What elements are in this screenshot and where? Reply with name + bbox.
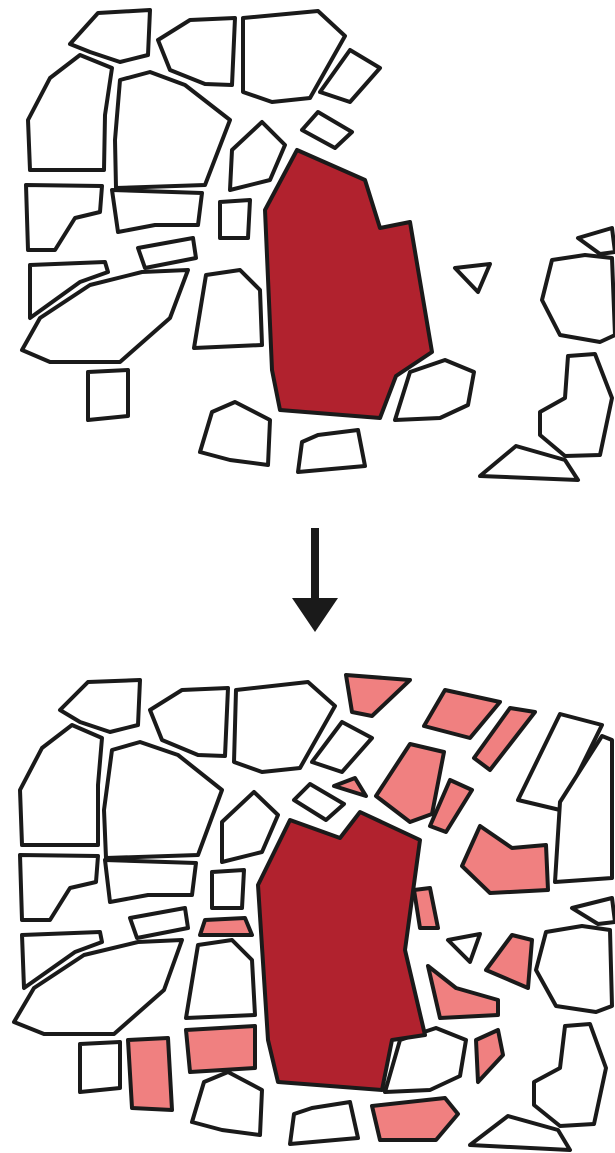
cell: [230, 122, 285, 190]
cell: [222, 792, 278, 862]
cell: [294, 784, 344, 820]
cell: [104, 742, 222, 858]
cell: [20, 855, 98, 920]
added-cell: [334, 778, 366, 796]
cell: [212, 870, 244, 908]
cell: [302, 112, 352, 148]
cell: [534, 1024, 606, 1126]
added-cell: [428, 966, 498, 1018]
cell: [115, 72, 230, 188]
cell: [88, 370, 128, 420]
added-cell: [372, 1098, 458, 1140]
cell: [26, 185, 102, 250]
cell: [455, 264, 490, 292]
added-cell: [476, 1030, 503, 1082]
added-cell: [186, 1026, 255, 1072]
added-cell: [414, 888, 438, 928]
after-panel: [14, 675, 615, 1150]
cell: [192, 1072, 262, 1135]
added-cell: [128, 1038, 172, 1110]
before-panel: [22, 10, 615, 480]
cell: [200, 402, 270, 465]
cell: [536, 926, 612, 1012]
cell: [448, 934, 480, 962]
cell: [158, 18, 235, 85]
cell: [28, 55, 112, 170]
cell: [112, 190, 202, 232]
cell: [194, 270, 262, 348]
added-cell: [424, 690, 500, 738]
cell: [138, 238, 196, 268]
cell: [290, 1102, 358, 1144]
cell: [542, 255, 615, 342]
added-cell: [200, 918, 252, 935]
cell: [130, 908, 188, 938]
cell: [80, 1042, 120, 1092]
cell: [186, 940, 255, 1018]
cell: [20, 725, 102, 845]
added-cell: [346, 675, 410, 716]
cell: [572, 898, 615, 924]
cell: [220, 200, 250, 238]
cell: [150, 688, 228, 756]
added-cell: [462, 826, 548, 893]
cell: [298, 430, 365, 472]
cell: [105, 860, 196, 902]
cell: [578, 228, 615, 254]
added-cell: [376, 744, 444, 822]
down-arrow-icon: [292, 528, 338, 632]
cell: [540, 354, 612, 456]
added-cell: [486, 935, 532, 988]
